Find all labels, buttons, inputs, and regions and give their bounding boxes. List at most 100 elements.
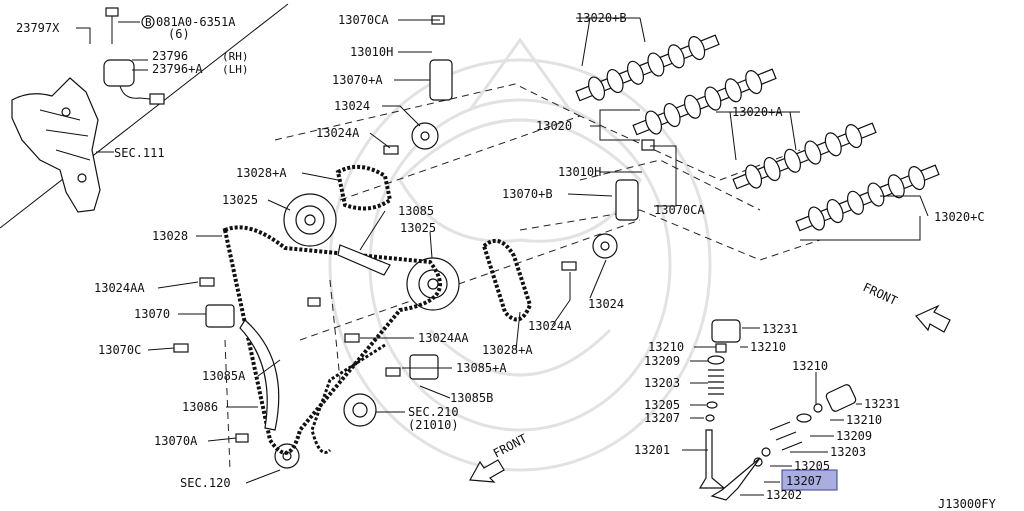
label-13028a-top: 13028+A bbox=[236, 166, 287, 180]
camshaft-13020a bbox=[732, 122, 877, 190]
sprocket-13025-left bbox=[283, 193, 337, 247]
valve-train-right bbox=[710, 384, 857, 501]
label-13020b: 13020+B bbox=[576, 11, 627, 25]
label-front-bottom: FRONT bbox=[491, 431, 529, 460]
label-13203-right: 13203 bbox=[830, 445, 866, 459]
label-13010h-top: 13010H bbox=[350, 45, 393, 59]
label-23796a: 23796+A bbox=[152, 62, 203, 76]
pump-sec210 bbox=[343, 393, 377, 427]
label-23797x: 23797X bbox=[16, 21, 60, 35]
label-bolt-qty: (6) bbox=[168, 27, 190, 41]
label-sec210: SEC.210 bbox=[408, 405, 459, 419]
label-front-right: FRONT bbox=[861, 280, 900, 308]
label-13209-right: 13209 bbox=[836, 429, 872, 443]
label-13028: 13028 bbox=[152, 229, 188, 243]
label-13070b: 13070+B bbox=[502, 187, 553, 201]
watermark-emblem bbox=[328, 37, 712, 472]
camshaft-sensor-part bbox=[103, 7, 165, 105]
chain-lower bbox=[310, 343, 386, 454]
label-13020: 13020 bbox=[536, 119, 572, 133]
leader-lines bbox=[147, 17, 929, 496]
label-13020c: 13020+C bbox=[934, 210, 985, 224]
label-13025-left: 13025 bbox=[222, 193, 258, 207]
label-13070: 13070 bbox=[134, 307, 170, 321]
label-13085a: 13085A bbox=[202, 369, 246, 383]
highlight-box-13207 bbox=[781, 469, 838, 491]
inset-section-111 bbox=[0, 3, 289, 229]
sprockets bbox=[274, 122, 618, 469]
label-13086: 13086 bbox=[182, 400, 218, 414]
label-13024-mid: 13024 bbox=[588, 297, 624, 311]
chain-13028 bbox=[222, 225, 442, 455]
label-13231-left: 13231 bbox=[762, 322, 798, 336]
label-13205-left: 13205 bbox=[644, 398, 680, 412]
chain-13028a-mid bbox=[481, 238, 533, 322]
label-13024a-top: 13024A bbox=[316, 126, 360, 140]
label-13207-left: 13207 bbox=[644, 411, 680, 425]
label-13210-right-top: 13210 bbox=[792, 359, 828, 373]
label-13010h-mid: 13010H bbox=[558, 165, 601, 179]
footer-diagram-code: J13000FY bbox=[938, 497, 997, 511]
label-13024aa-left: 13024AA bbox=[94, 281, 145, 295]
front-cover-part bbox=[11, 77, 101, 213]
label-13020a: 13020+A bbox=[732, 105, 783, 119]
label-13210-right-b: 13210 bbox=[846, 413, 882, 427]
inset-leaders bbox=[76, 21, 148, 153]
label-13024-top: 13024 bbox=[334, 99, 370, 113]
label-13210-left-a: 13210 bbox=[648, 340, 684, 354]
valve-13202 bbox=[710, 457, 761, 501]
valve-train-left bbox=[698, 319, 741, 489]
label-bolt-circle: B bbox=[145, 16, 152, 29]
tensioner-13070a bbox=[429, 59, 453, 101]
chains bbox=[222, 164, 533, 455]
label-13202: 13202 bbox=[766, 488, 802, 502]
tensioner-13070b bbox=[615, 179, 639, 221]
label-13085-plus-a: 13085+A bbox=[456, 361, 507, 375]
chain-13028a-top bbox=[335, 164, 393, 211]
label-13203-left: 13203 bbox=[644, 376, 680, 390]
label-13070a-low: 13070A bbox=[154, 434, 198, 448]
label-13070a: 13070+A bbox=[332, 73, 383, 87]
label-13231-right: 13231 bbox=[864, 397, 900, 411]
camshaft-13020c bbox=[795, 164, 940, 232]
label-13024aa-mid: 13024AA bbox=[418, 331, 469, 345]
sprocket-13024-mid bbox=[592, 233, 618, 259]
camshafts bbox=[575, 34, 940, 232]
label-13207-highlighted: 13207 bbox=[786, 474, 822, 488]
label-13209-left: 13209 bbox=[644, 354, 680, 368]
label-23796-rh: (RH) bbox=[222, 50, 249, 63]
front-arrow-bottom bbox=[469, 459, 505, 483]
guide-13085a bbox=[239, 319, 280, 431]
label-13028a-mid: 13028+A bbox=[482, 343, 533, 357]
label-13085: 13085 bbox=[398, 204, 434, 218]
tappet-13231 bbox=[711, 319, 741, 343]
chain-guides bbox=[205, 59, 639, 431]
label-sec111: SEC.111 bbox=[114, 146, 165, 160]
label-23796a-lh: (LH) bbox=[222, 63, 249, 76]
label-13024a-mid: 13024A bbox=[528, 319, 572, 333]
label-23796: 23796 bbox=[152, 49, 188, 63]
part-labels: 23797X B 081A0-6351A (6) 23796 (RH) 2379… bbox=[16, 11, 997, 511]
label-13025-mid: 13025 bbox=[400, 221, 436, 235]
bracket-13085a bbox=[409, 354, 439, 380]
label-13070c: 13070C bbox=[98, 343, 141, 357]
tensioner-13070 bbox=[205, 304, 235, 328]
label-sec120: SEC.120 bbox=[180, 476, 231, 490]
valve-13201 bbox=[698, 429, 726, 489]
inset-diagonal-border bbox=[0, 3, 289, 229]
label-13070ca-mid: 13070CA bbox=[654, 203, 705, 217]
label-13205-right: 13205 bbox=[794, 459, 830, 473]
guide-13085 bbox=[337, 244, 391, 276]
dashed-guides bbox=[224, 83, 821, 471]
label-13210-left-b: 13210 bbox=[750, 340, 786, 354]
sprocket-13024-top bbox=[411, 122, 439, 150]
camshaft-13020b bbox=[575, 34, 720, 102]
label-sec210-sub: (21010) bbox=[408, 418, 459, 432]
camshaft-13020 bbox=[632, 68, 777, 136]
label-bolt-code: 081A0-6351A bbox=[156, 15, 236, 29]
label-13201: 13201 bbox=[634, 443, 670, 457]
label-13070ca-top: 13070CA bbox=[338, 13, 389, 27]
label-13085b: 13085B bbox=[450, 391, 493, 405]
bolt-circle-marker bbox=[141, 15, 155, 29]
